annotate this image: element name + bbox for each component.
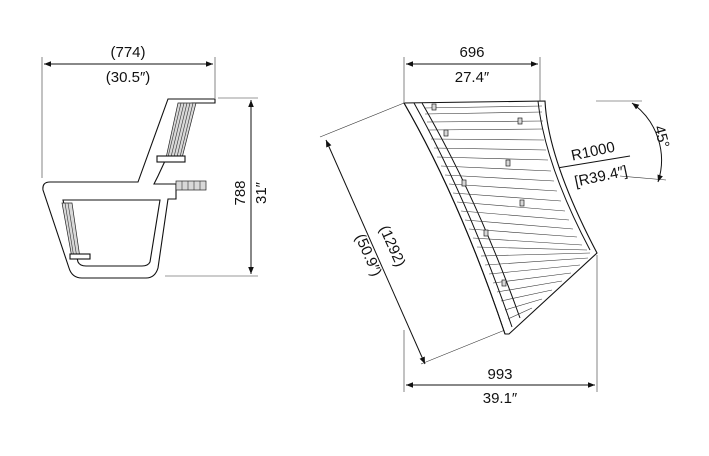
top-length-mm: 993 — [487, 366, 512, 383]
top-angle-dimension: 45° — [596, 100, 672, 183]
side-width-dimension: (774) (30.5″) — [41, 44, 216, 178]
side-height-in: 31″ — [253, 181, 270, 204]
curved-bench — [403, 100, 598, 335]
top-angle: 45° — [650, 124, 672, 150]
top-depth-mm: 696 — [459, 44, 484, 61]
side-frame — [42, 98, 216, 279]
top-radius-in: [R39.4″] — [573, 163, 629, 191]
top-radius-mm: R1000 — [570, 139, 617, 165]
top-length-dimension: 993 39.1″ — [403, 255, 598, 407]
side-height-mm: 788 — [232, 180, 249, 205]
backrest-slats — [156, 102, 197, 163]
top-length-in: 39.1″ — [483, 390, 518, 407]
top-depth-dimension: 696 27.4″ — [403, 44, 541, 102]
leg-slats — [61, 202, 91, 260]
seat-slats — [175, 180, 207, 191]
slat-brackets — [431, 103, 525, 287]
top-view: 696 27.4″ 993 39.1″ (1292) (50.9″) 45° — [319, 44, 672, 407]
side-width-in: (30.5″) — [106, 69, 151, 86]
side-view: (774) (30.5″) 788 31″ — [41, 44, 270, 279]
side-width-mm: (774) — [110, 44, 145, 61]
side-height-dimension: 788 31″ — [165, 97, 270, 277]
top-depth-in: 27.4″ — [455, 69, 490, 86]
